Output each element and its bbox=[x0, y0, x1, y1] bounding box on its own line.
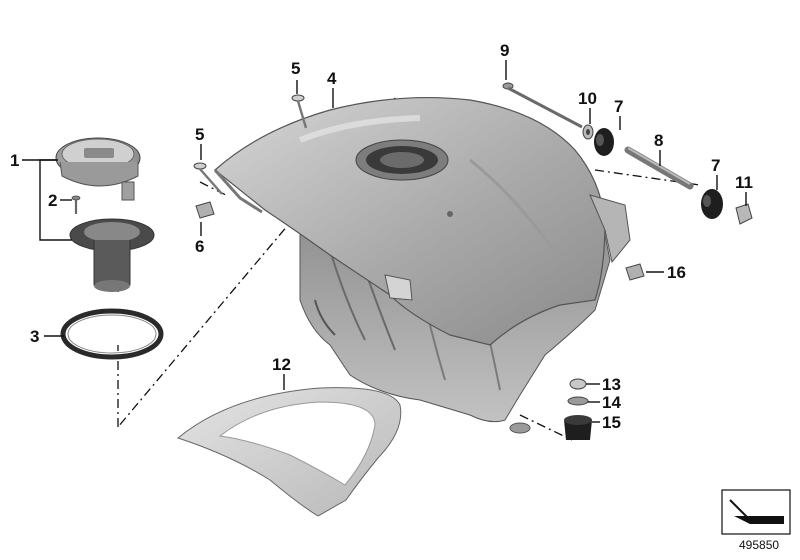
clip-part-16 bbox=[625, 263, 645, 281]
callout-14: 14 bbox=[602, 393, 621, 412]
spacer-sleeve-part-8 bbox=[624, 146, 694, 190]
corner-arrow-icon bbox=[721, 489, 791, 535]
screw-part-2 bbox=[71, 195, 81, 214]
reference-number: 495850 bbox=[739, 538, 780, 552]
clip-nut-part-6 bbox=[195, 201, 215, 219]
callout-6: 6 bbox=[195, 237, 204, 256]
callout-9: 9 bbox=[500, 41, 509, 60]
callout-11: 11 bbox=[735, 173, 753, 192]
heat-shield-part-12 bbox=[176, 387, 402, 517]
callout-5-side: 5 bbox=[195, 125, 204, 144]
fuel-tank bbox=[213, 96, 631, 434]
rubber-bushing-part-7-lower bbox=[701, 189, 723, 219]
callout-13: 13 bbox=[602, 375, 621, 394]
callout-4: 4 bbox=[327, 69, 337, 88]
callout-1: 1 bbox=[10, 151, 19, 170]
callout-10: 10 bbox=[578, 89, 597, 108]
callout-7-upper: 7 bbox=[614, 97, 623, 116]
washer-part-14 bbox=[567, 396, 589, 406]
callout-7-lower: 7 bbox=[711, 156, 720, 175]
callout-labels: 1 2 3 4 5 5 6 7 7 8 9 10 11 12 13 14 15 … bbox=[10, 41, 753, 432]
leader-lines bbox=[22, 60, 747, 423]
rubber-mount-part-15 bbox=[564, 415, 592, 440]
callout-15: 15 bbox=[602, 413, 621, 432]
bolt-part-5-top bbox=[291, 94, 308, 129]
long-bolt-part-9 bbox=[502, 82, 583, 129]
nut-part-13 bbox=[569, 378, 587, 390]
nut-part-11 bbox=[735, 203, 753, 225]
callout-5-top: 5 bbox=[291, 59, 300, 78]
callout-16: 16 bbox=[667, 263, 686, 282]
callout-3: 3 bbox=[30, 327, 39, 346]
bolt-part-5-side bbox=[193, 162, 223, 195]
callout-12: 12 bbox=[272, 355, 291, 374]
filler-cap-assembly bbox=[55, 137, 155, 292]
washer-part-10 bbox=[582, 124, 594, 140]
rubber-bushing-part-7-upper bbox=[594, 128, 614, 156]
gasket-ring-part-3 bbox=[60, 308, 164, 360]
callout-2: 2 bbox=[48, 191, 57, 210]
callout-8: 8 bbox=[654, 131, 663, 150]
